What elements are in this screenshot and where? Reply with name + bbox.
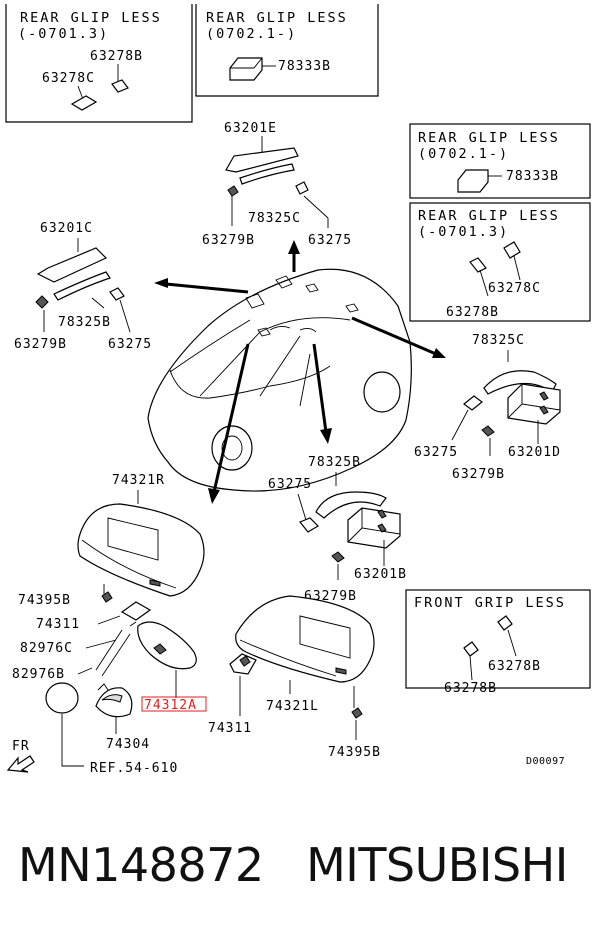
box-rear-grip-less-0701-right: REAR GLIP LESS (-0701.3) 63278C 63278B <box>409 202 591 322</box>
assist-grip-center: 78325B 63275 63201B 63279B <box>268 455 407 604</box>
part-label: 63275 <box>268 477 312 492</box>
part-label: 63278B <box>488 659 541 674</box>
part-label: 82976B <box>12 667 65 682</box>
part-label: 78325C <box>248 211 301 226</box>
box-rear-grip-less-0702-top: REAR GLIP LESS (0702.1-) 78333B <box>195 4 379 97</box>
part-label-highlighted: 74312A <box>144 698 197 713</box>
car-body-outline <box>147 268 412 492</box>
part-label: 63278B <box>90 49 143 64</box>
direction-arrows <box>154 240 446 504</box>
part-label: 74395B <box>328 745 381 760</box>
part-label: 78333B <box>278 59 331 74</box>
part-label: 74395B <box>18 593 71 608</box>
part-label: 74311 <box>36 617 80 632</box>
part-label: 63279B <box>452 467 505 482</box>
highlight-box <box>141 696 207 712</box>
box-rear-grip-less-0701-left: REAR GLIP LESS (-0701.3) 63278B 63278C <box>5 4 193 123</box>
part-label: 63279B <box>202 233 255 248</box>
assist-grip-top: 63201E 78325C 63279B 63275 <box>202 121 352 248</box>
box-title: REAR GLIP LESS <box>20 10 162 26</box>
box-title: FRONT GRIP LESS <box>414 595 566 611</box>
assist-grip-left: 63201C 78325B 63279B 63275 <box>14 221 152 352</box>
part-label: 74311 <box>208 721 252 736</box>
part-label: 74304 <box>106 737 150 752</box>
part-label: 63275 <box>108 337 152 352</box>
box-subtitle: (0702.1-) <box>206 26 297 42</box>
box-subtitle: (-0701.3) <box>18 26 109 42</box>
sun-visor-left-hand: 74321L 74311 74395B <box>208 595 381 760</box>
part-label: 63278C <box>42 71 95 86</box>
box-subtitle: (0702.1-) <box>418 146 509 162</box>
box-title: REAR GLIP LESS <box>206 10 348 26</box>
part-label: 74321L <box>266 699 319 714</box>
part-label: 63201E <box>224 121 277 136</box>
box-title: REAR GLIP LESS <box>418 208 560 224</box>
box-front-grip-less: FRONT GRIP LESS 63278B 63278B <box>405 589 591 696</box>
box-rear-grip-less-0702-right: REAR GLIP LESS (0702.1-) 78333B <box>409 123 591 199</box>
diagram-code: D00097 <box>526 756 565 767</box>
fr-label: FR <box>12 739 30 754</box>
part-label: 74321R <box>112 473 165 488</box>
part-label: 63278C <box>488 281 541 296</box>
box-subtitle: (-0701.3) <box>418 224 509 240</box>
part-label: 82976C <box>20 641 73 656</box>
footer-caption: MN148872 MITSUBISHI <box>18 838 588 892</box>
box-title: REAR GLIP LESS <box>418 130 560 146</box>
part-label: 63278B <box>444 681 497 696</box>
sun-visor-right-hand: 74321R 74395B 74311 82976C 82976B 74312A… <box>12 473 207 767</box>
part-label: 78333B <box>506 169 559 184</box>
brand-name: MITSUBISHI <box>306 838 568 892</box>
part-label: 63279B <box>14 337 67 352</box>
part-label: 63275 <box>308 233 352 248</box>
assist-grip-right: 78325C 63275 63201D 63279B <box>414 333 561 482</box>
front-indicator: FR <box>6 739 35 773</box>
part-label: 78325C <box>472 333 525 348</box>
part-label: 63201D <box>508 445 561 460</box>
part-label: 78325B <box>308 455 361 470</box>
reference-label: REF.54-610 <box>90 761 178 776</box>
part-label: 63201C <box>40 221 93 236</box>
part-label: 63275 <box>414 445 458 460</box>
part-label: 78325B <box>58 315 111 330</box>
part-label: 63201B <box>354 567 407 582</box>
part-label: 63278B <box>446 305 499 320</box>
part-number: MN148872 <box>18 838 264 892</box>
